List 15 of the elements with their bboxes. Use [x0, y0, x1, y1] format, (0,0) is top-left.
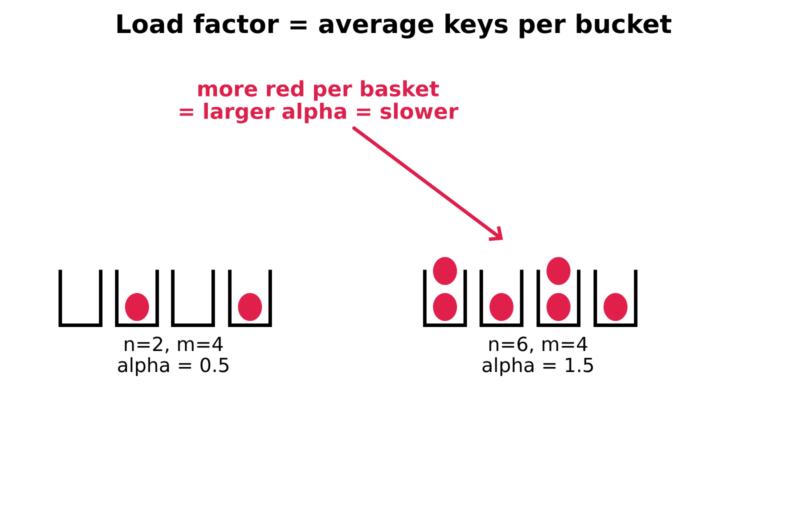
bucket — [228, 270, 272, 327]
group-label: alpha = 0.5 — [118, 357, 228, 376]
arrow — [352, 126, 503, 241]
title: Load factor = average keys per bucket — [117, 14, 672, 38]
group-label: alpha = 1.5 — [482, 357, 593, 376]
bucket — [171, 270, 215, 327]
bucket — [58, 270, 102, 327]
bucket — [536, 270, 580, 327]
bucket — [480, 270, 524, 327]
bucket — [423, 270, 467, 327]
annotation-text: more red per basket = larger alpha = slower — [180, 80, 458, 124]
bucket — [115, 270, 159, 327]
group-label: n=2, m=4 — [124, 336, 223, 354]
bucket — [594, 270, 638, 327]
group-label: n=6, m=4 — [489, 336, 588, 354]
